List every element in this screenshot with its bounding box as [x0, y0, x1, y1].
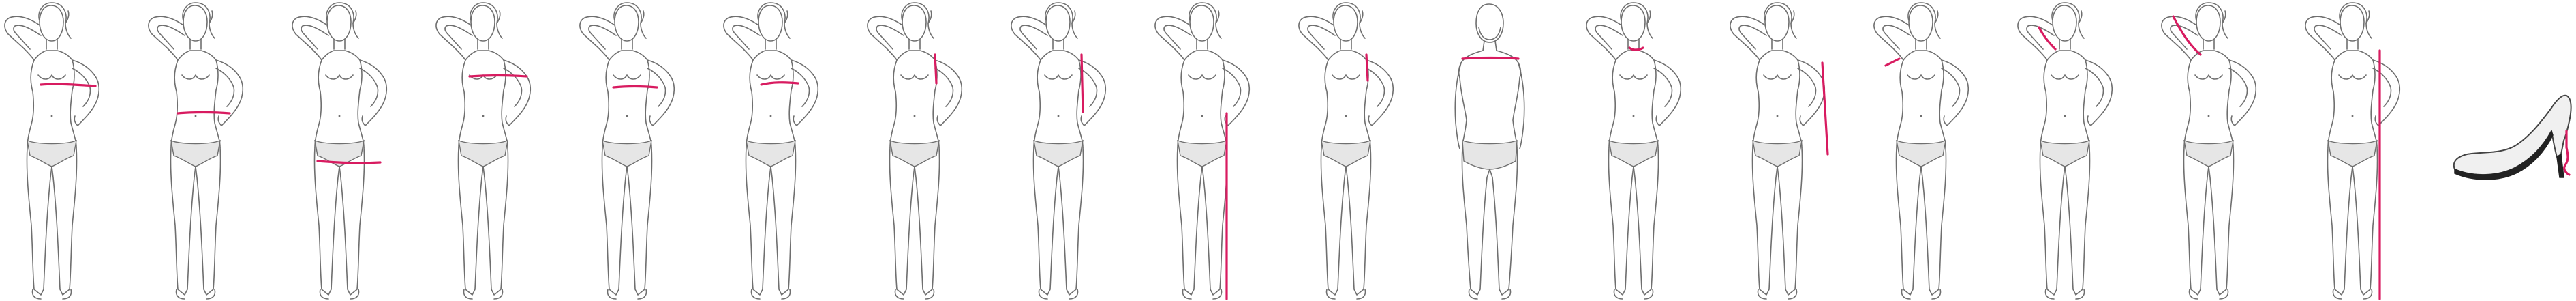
figure-outseam-full	[1154, 2, 1251, 300]
body-front-view	[292, 2, 388, 300]
body-front-view	[435, 2, 532, 300]
side-long-measure-line	[1080, 53, 1084, 113]
body-front-view	[867, 2, 963, 300]
figure-back-width	[1454, 3, 1525, 300]
high-heel-shoe-icon	[2453, 94, 2572, 180]
bust-point-measure-line	[760, 81, 799, 86]
figure-shoulder	[1873, 2, 1969, 300]
side-short-measure-line	[1365, 53, 1369, 82]
body-front-view	[1011, 2, 1107, 300]
shoe-upper	[2453, 94, 2572, 175]
neck-measure-line	[1628, 46, 1644, 51]
shoe-heel	[2556, 153, 2564, 178]
shoulder-measure-line	[1884, 57, 1901, 67]
body-front-view	[1298, 2, 1394, 300]
figure-hips	[292, 2, 388, 300]
arm-length-measure-line	[1821, 61, 1829, 156]
upper-arm-slope-measure-line	[2038, 26, 2057, 51]
figure-upper-arm-slope	[2017, 2, 2113, 300]
figure-arm-diagonal	[2161, 2, 2257, 300]
figure-bust	[4, 2, 100, 300]
figure-full-height	[2305, 2, 2401, 300]
figure-side-upper	[867, 2, 963, 300]
figure-neck	[1586, 2, 1682, 300]
figure-underbust	[579, 2, 675, 300]
body-front-view	[723, 2, 819, 300]
bust-measure-line	[40, 83, 97, 87]
figure-arm-length	[1730, 2, 1829, 300]
body-front-view	[1154, 2, 1251, 300]
body-front-view	[1730, 2, 1826, 300]
arm-diagonal-measure-line	[2172, 15, 2202, 56]
body-front-view	[148, 2, 244, 300]
hips-measure-line	[316, 160, 382, 164]
body-front-view	[4, 2, 100, 300]
chest-measure-line	[468, 74, 528, 78]
body-front-view	[579, 2, 675, 300]
figure-waist	[148, 2, 244, 300]
body-front-view	[1586, 2, 1682, 300]
figure-bust-point	[723, 2, 819, 300]
heel-height-measure-line	[2563, 130, 2571, 176]
body-front-view	[2017, 2, 2113, 300]
shoe-sole	[2454, 130, 2554, 180]
body-back-view	[1454, 3, 1525, 300]
figure-side-long	[1011, 2, 1107, 300]
body-front-view	[2161, 2, 2257, 300]
underbust-measure-line	[612, 85, 658, 89]
waist-measure-line	[177, 111, 231, 115]
body-front-view	[2305, 2, 2401, 300]
back-width-measure-line	[1461, 56, 1520, 60]
body-front-view	[1873, 2, 1969, 300]
figure-chest	[435, 2, 532, 300]
side-upper-measure-line	[934, 53, 938, 85]
figure-side-short	[1298, 2, 1394, 300]
